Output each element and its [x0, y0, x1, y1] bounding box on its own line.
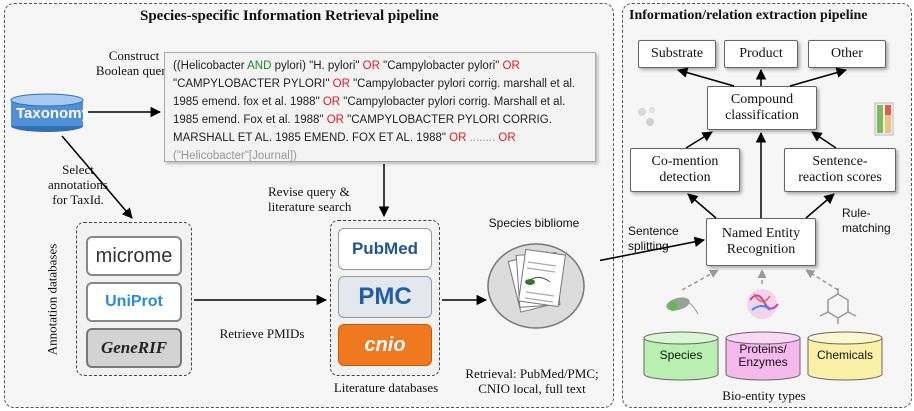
cnio-logo: cnio	[338, 324, 432, 366]
boolean-query-box: ((Helicobacter AND pylori) "H. pylori" O…	[164, 52, 596, 162]
molecule-icon	[818, 286, 858, 326]
generif-logo: GeneRIF	[86, 328, 182, 368]
query-text: pylori)	[271, 60, 310, 72]
query-text: "Campylobacter pylori corrig. Marshall e…	[340, 96, 566, 108]
pubmed-logo-text: PubMed	[351, 239, 419, 258]
score-bars-icon	[874, 102, 894, 136]
uniprot-logo-text: UniProt	[105, 293, 163, 310]
protein-structure-icon	[742, 284, 782, 324]
select-annotations-label: Select annotations for TaxId.	[48, 162, 108, 207]
arrow-sentence-reaction-to-compound	[811, 131, 837, 149]
query-text: ("Helicobacter"	[173, 150, 249, 162]
generif-logo-text: GeneRIF	[100, 338, 168, 357]
left-panel-arrows	[61, 106, 488, 306]
arrow-ner-to-co-mention	[687, 193, 717, 219]
or-operator: OR	[449, 132, 467, 144]
rule-matching-label: Rule-matching	[842, 206, 891, 235]
arrow-co-mention-to-compound	[685, 131, 713, 149]
species-cylinder: Species	[642, 330, 720, 382]
retrieval-pipeline-title: Species-specific Information Retrieval p…	[140, 8, 439, 24]
retrieval-sources-label: Retrieval: PubMed/PMC; CNIO local, full …	[465, 366, 599, 396]
pubmed-logo: PubMed	[338, 228, 432, 270]
or-operator: OR	[326, 114, 344, 126]
or-operator: OR	[498, 132, 516, 144]
query-line-1: ((Helicobacter AND pylori) "H. pylori" O…	[173, 57, 587, 75]
and-operator: AND	[247, 60, 272, 72]
arrow-bibliome-to-ner	[600, 236, 706, 262]
bio-entity-types-label: Bio-entity types	[722, 388, 806, 403]
chemicals-label: Chemicals	[816, 348, 873, 362]
query-line-4: 1985 emend. Fox et al. 1988" OR "CAMPYLO…	[173, 111, 587, 129]
or-operator: OR	[362, 60, 380, 72]
retrieve-pmids-label: Retrieve PMIDs	[219, 326, 305, 341]
substrate-box: Substrate	[638, 40, 716, 68]
sentence-reaction-scores-box: Sentence-reaction scores	[784, 148, 896, 192]
cnio-logo-text: cnio	[364, 333, 406, 356]
microme-logo-text: microme	[95, 244, 173, 267]
query-line-5: MARSHALL ET AL. 1985 EMEND. FOX ET AL. 1…	[173, 129, 587, 147]
right-panel-arrows	[600, 67, 848, 291]
or-operator: OR	[332, 78, 350, 90]
arrow-compound-to-substrate	[676, 67, 735, 87]
query-line-6: ("Helicobacter"[Journal])	[173, 147, 587, 165]
literature-databases-label: Literature databases	[333, 380, 439, 395]
co-mention-detection-box: Co-mention detection	[630, 148, 740, 192]
taxonomy-logo-text: Taxonomy	[16, 105, 90, 122]
or-operator: OR	[502, 60, 520, 72]
compound-classification-box: Compound classification	[707, 86, 817, 130]
bacteria-icon	[662, 288, 702, 324]
microme-logo: microme	[86, 236, 182, 276]
arrow-species-to-ner	[681, 269, 719, 291]
query-text: 1985 emend. fox et al. 1988"	[173, 96, 323, 108]
query-text: [Journal])	[248, 150, 297, 162]
query-line-3: 1985 emend. fox et al. 1988" OR "Campylo…	[173, 93, 587, 111]
arrow-taxonomy-to-annotations	[61, 135, 133, 219]
proteins-cylinder: Proteins/ Enzymes	[724, 330, 802, 382]
revise-query-label: Revise query & literature search	[268, 184, 352, 214]
arrow-compound-to-other	[789, 67, 848, 87]
construct-query-label: Construct Boolean query	[95, 48, 173, 78]
query-text: "CAMPYLOBACTER PYLORI"	[173, 78, 333, 90]
chemicals-cylinder: Chemicals	[806, 330, 884, 382]
query-line-2: "CAMPYLOBACTER PYLORI" OR "Campylobacter…	[173, 75, 587, 93]
query-text: ((Helicobacter	[173, 60, 248, 72]
species-label: Species	[659, 348, 703, 362]
network-icon	[636, 104, 660, 128]
arrow-ner-to-sentence-reaction	[805, 193, 835, 219]
uniprot-logo: UniProt	[86, 282, 182, 322]
query-text: "Campylobacter pylori corrig. marshall e…	[349, 78, 576, 90]
proteins-label: Proteins/ Enzymes	[738, 342, 788, 369]
query-text: "CAMPYLOBACTER PYLORI CORRIG.	[343, 114, 552, 126]
arrow-chemicals-to-ner	[805, 269, 839, 291]
other-box: Other	[808, 40, 886, 68]
query-text: MARSHALL ET AL. 1985 EMEND. FOX ET AL. 1…	[173, 132, 450, 144]
named-entity-recognition-box: Named Entity Recognition	[706, 218, 816, 266]
taxonomy-logo: Taxonomy	[8, 92, 90, 134]
query-text: "Campylobacter pylori"	[379, 60, 503, 72]
pmc-logo-text: PMC	[358, 283, 412, 310]
query-ellipsis: ........	[466, 132, 499, 144]
sentence-splitting-label: Sentence splitting	[628, 224, 679, 253]
query-text: "H. pylori"	[309, 60, 363, 72]
query-text: 1985 emend. Fox et al. 1988"	[173, 114, 327, 126]
extraction-pipeline-title: Information/relation extraction pipeline	[629, 8, 868, 23]
bibliome-documents-icon	[484, 232, 588, 332]
species-bibliome-label: Species bibliome	[488, 216, 580, 230]
pmc-logo: PMC	[338, 276, 432, 318]
or-operator: OR	[322, 96, 341, 108]
product-box: Product	[724, 40, 798, 68]
